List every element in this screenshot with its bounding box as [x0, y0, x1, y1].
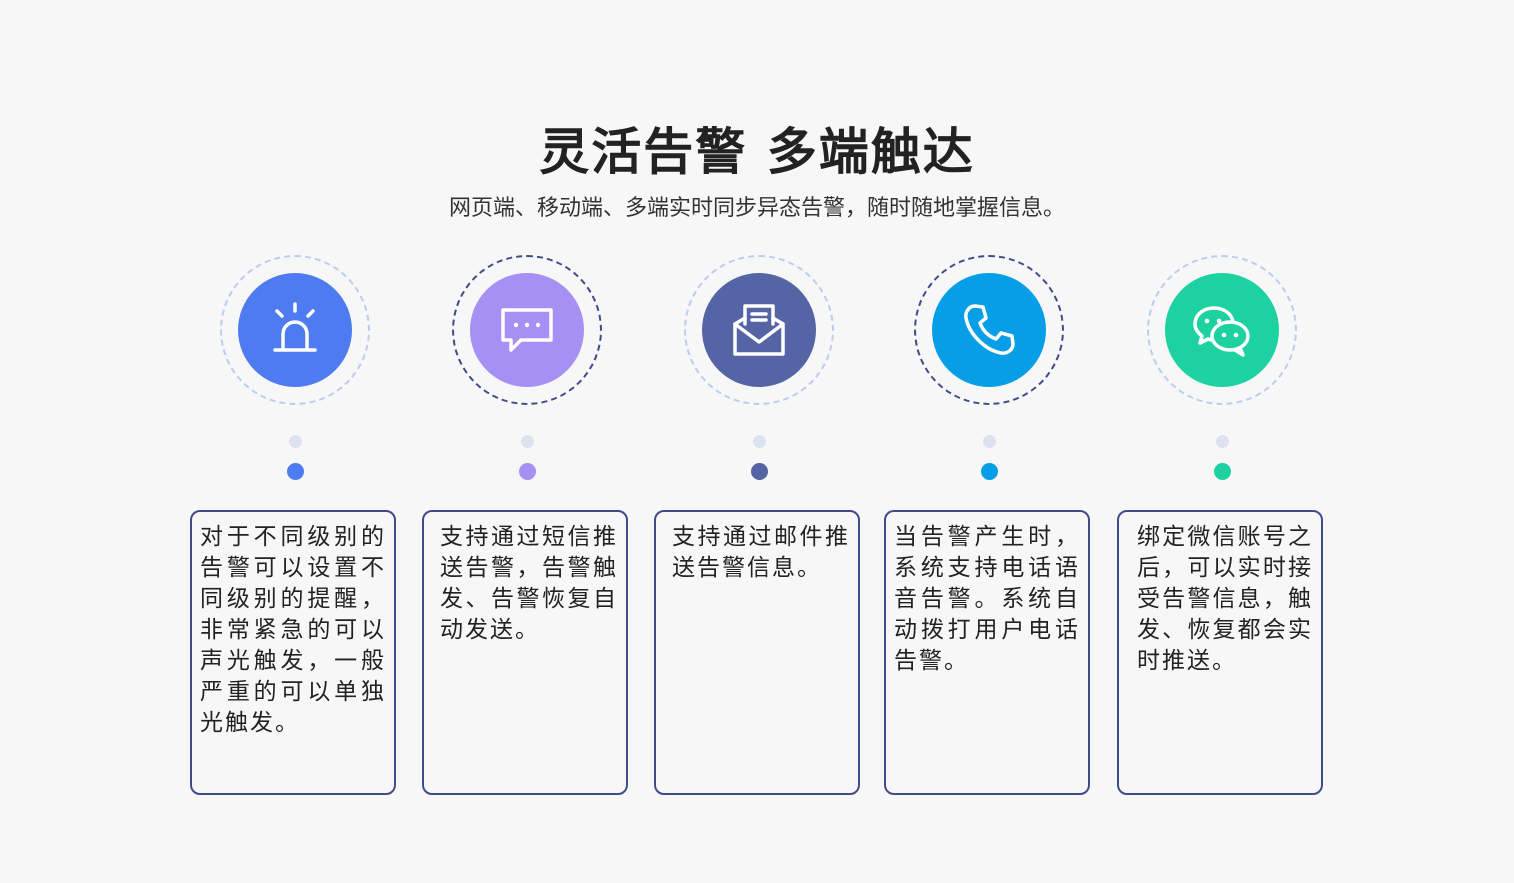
icon-ring — [220, 255, 370, 405]
description-card: 支持通过短信推送告警，告警触发、告警恢复自动发送。 — [422, 510, 628, 795]
phone-icon-circle — [932, 273, 1046, 387]
timeline-dot-light — [983, 435, 996, 448]
timeline-dot-light — [753, 435, 766, 448]
icon-ring — [452, 255, 602, 405]
description-card: 对于不同级别的告警可以设置不同级别的提醒，非常紧急的可以声光触发，一般严重的可以… — [190, 510, 396, 795]
timeline-dot — [981, 463, 998, 480]
alarm-light-icon — [273, 302, 317, 352]
card-text: 当告警产生时，系统支持电话语音告警。系统自动拨打用户电话告警。 — [894, 524, 1080, 674]
timeline-dot-light — [1216, 435, 1229, 448]
timeline-dot — [751, 463, 768, 480]
email-icon-circle — [702, 273, 816, 387]
icon-ring — [1147, 255, 1297, 405]
card-text: 支持通过邮件推送告警信息。 — [672, 524, 850, 581]
description-card: 当告警产生时，系统支持电话语音告警。系统自动拨打用户电话告警。 — [884, 510, 1090, 795]
wechat-icon-circle — [1165, 273, 1279, 387]
timeline-dot — [519, 463, 536, 480]
timeline-dot — [1214, 463, 1231, 480]
description-card: 支持通过邮件推送告警信息。 — [654, 510, 860, 795]
icon-ring — [684, 255, 834, 405]
card-text: 绑定微信账号之后，可以实时接受告警信息，触发、恢复都会实时推送。 — [1137, 524, 1313, 674]
alarm-icon-circle — [238, 273, 352, 387]
timeline-dot — [287, 463, 304, 480]
phone-icon — [964, 304, 1015, 355]
icon-ring — [914, 255, 1064, 405]
timeline-dot-light — [289, 435, 302, 448]
mail-icon — [733, 304, 785, 356]
description-card: 绑定微信账号之后，可以实时接受告警信息，触发、恢复都会实时推送。 — [1117, 510, 1323, 795]
page-title: 灵活告警 多端触达 — [539, 123, 975, 181]
timeline-dot-light — [521, 435, 534, 448]
sms-icon-circle — [470, 273, 584, 387]
page-subtitle: 网页端、移动端、多端实时同步异态告警，随时随地掌握信息。 — [448, 196, 1065, 221]
wechat-icon — [1193, 306, 1250, 357]
chat-bubble-icon — [501, 308, 553, 352]
card-text: 支持通过短信推送告警，告警触发、告警恢复自动发送。 — [440, 524, 618, 643]
card-text: 对于不同级别的告警可以设置不同级别的提醒，非常紧急的可以声光触发，一般严重的可以… — [200, 524, 386, 736]
